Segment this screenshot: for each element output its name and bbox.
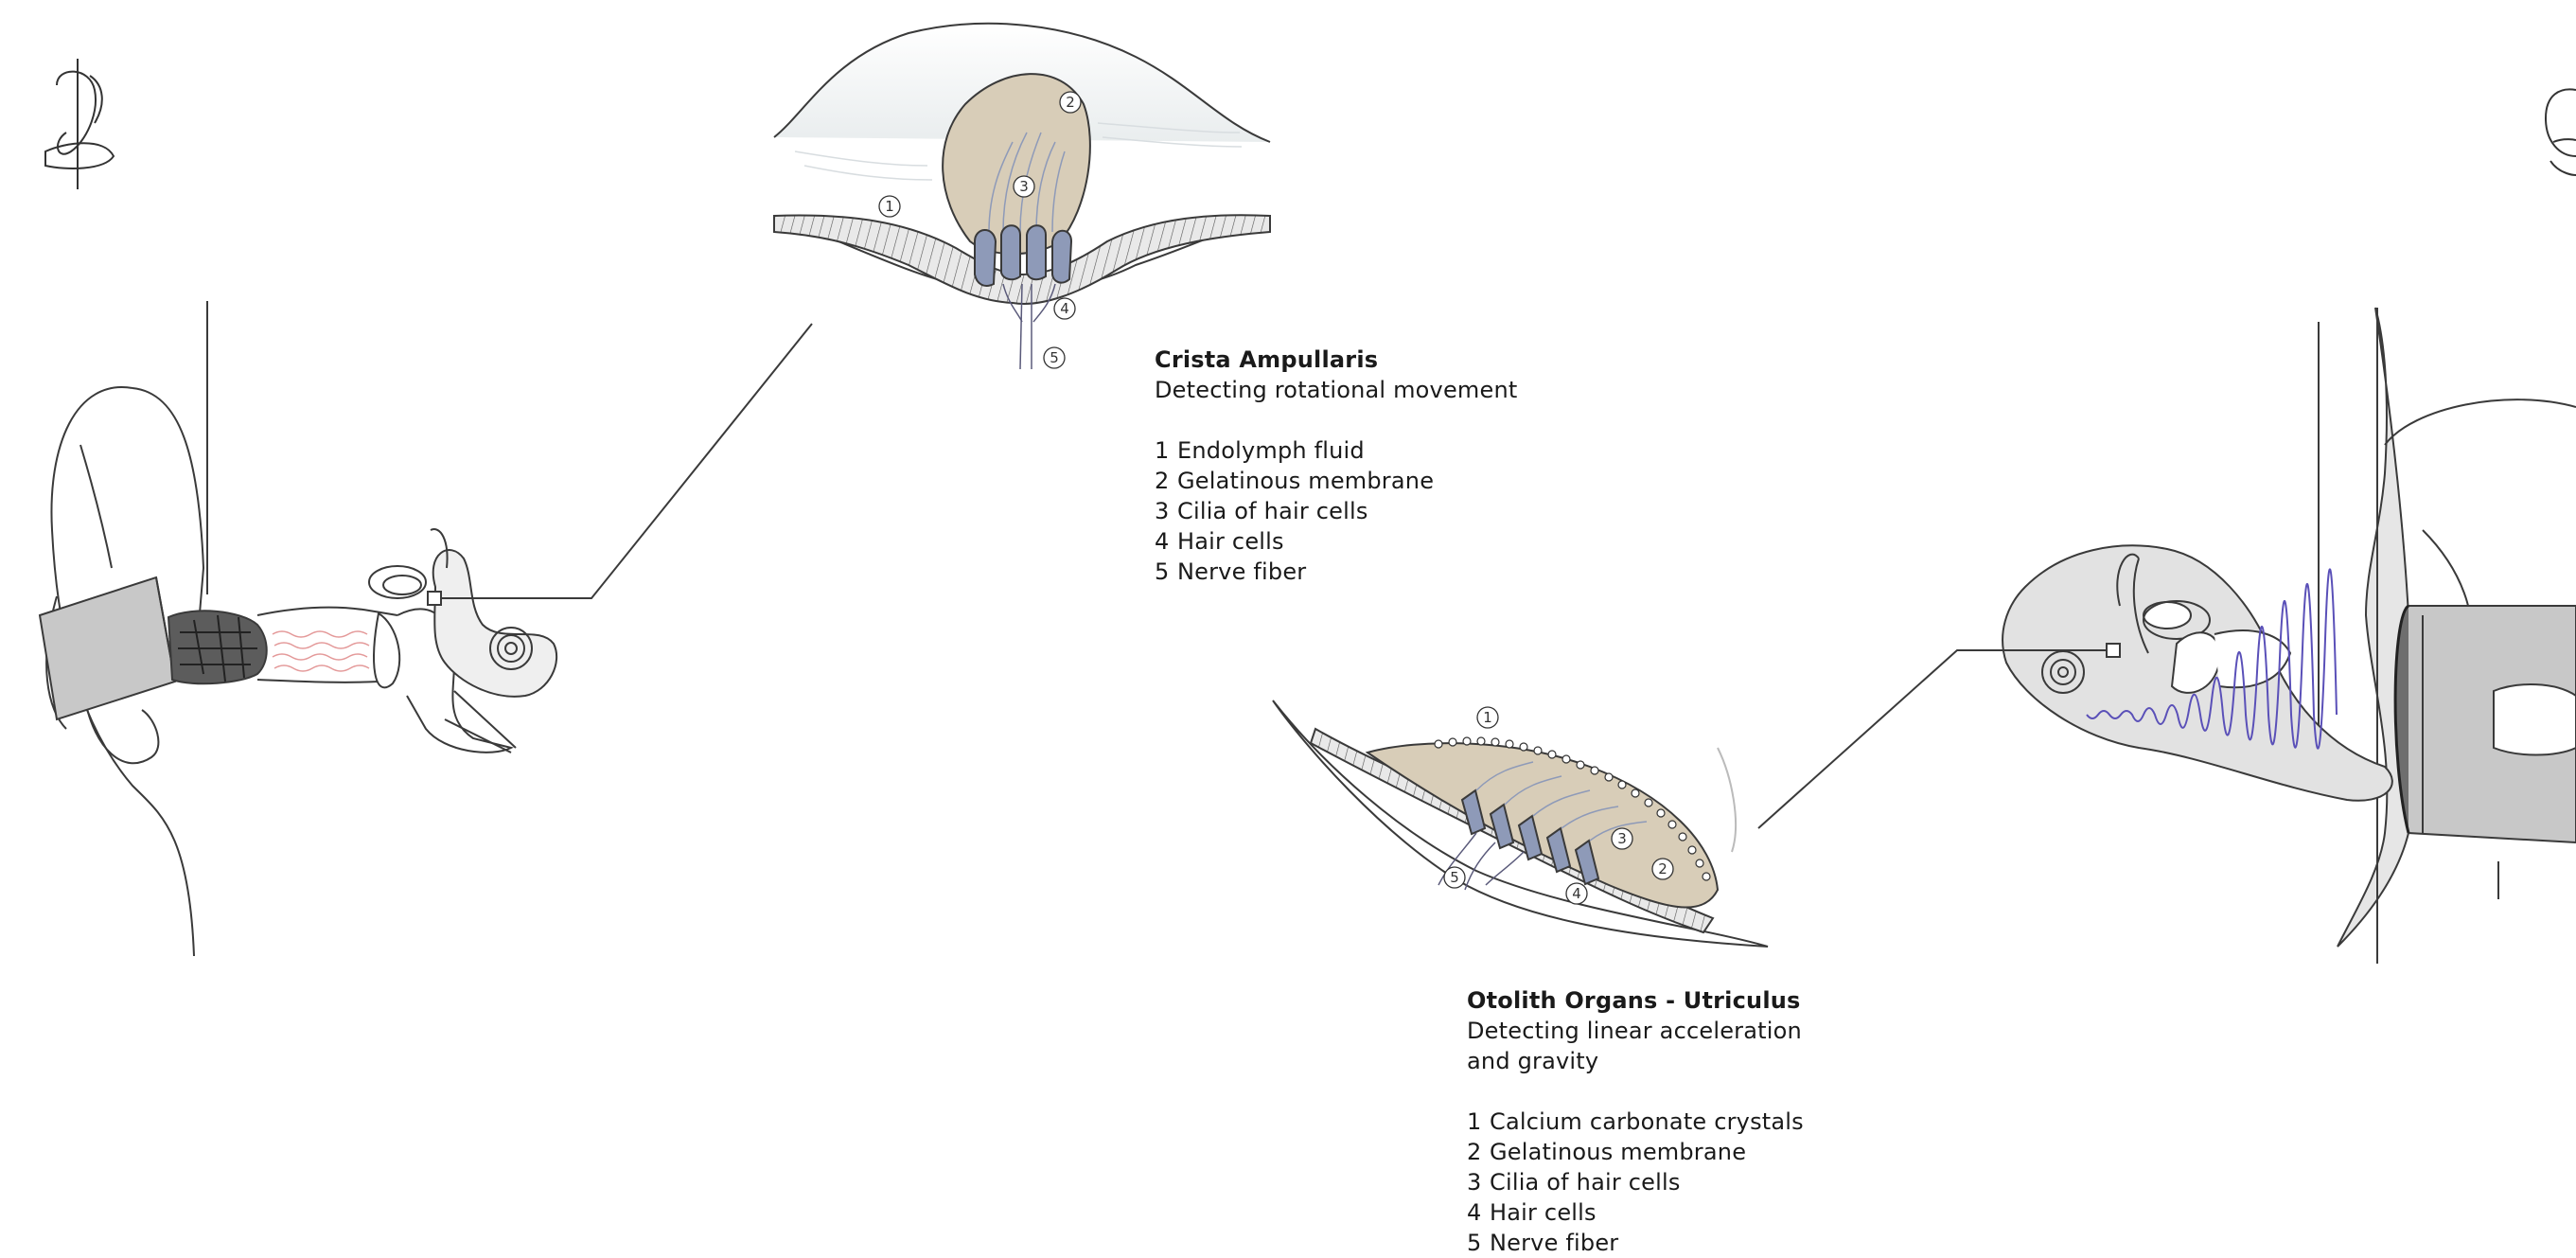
- otolith-marker-2: 2: [1652, 859, 1673, 879]
- crista-marker-4: 4: [1054, 298, 1075, 319]
- svg-text:3: 3: [1617, 830, 1627, 847]
- crista-title: Crista Ampullaris: [1155, 345, 1647, 375]
- svg-text:5: 5: [1050, 349, 1059, 366]
- crista-marker-5: 5: [1044, 347, 1065, 368]
- svg-text:1: 1: [885, 198, 894, 215]
- svg-text:3: 3: [1019, 178, 1029, 195]
- otolith-marker-3: 3: [1612, 828, 1632, 849]
- svg-text:4: 4: [1572, 885, 1581, 902]
- svg-text:5: 5: [1450, 869, 1459, 886]
- otolith-title: Otolith Organs - Utriculus: [1467, 985, 1902, 1016]
- left-earpad: [40, 577, 175, 719]
- svg-text:4: 4: [1060, 300, 1069, 317]
- svg-text:1: 1: [1483, 709, 1492, 726]
- right-ear-illustration: [1758, 308, 2576, 964]
- otolith-subtitle-line2: and gravity: [1467, 1046, 1902, 1076]
- otolith-gelatinous-membrane: [1367, 743, 1718, 907]
- left-ear-illustration: [40, 301, 812, 956]
- otolith-utriculus-diagram: [1273, 700, 1768, 947]
- otolith-subtitle-line1: Detecting linear acceleration: [1467, 1016, 1902, 1046]
- otolith-marker-4: 4: [1566, 883, 1587, 904]
- svg-text:2: 2: [1658, 860, 1667, 877]
- sound-waves-red: [273, 631, 369, 671]
- crista-caption: Crista Ampullaris Detecting rotational m…: [1155, 345, 1647, 587]
- otolith-marker-1: 1: [1477, 707, 1498, 728]
- otolith-marker-5: 5: [1444, 867, 1465, 888]
- crista-marker-3: 3: [1014, 176, 1034, 197]
- orientation-head-icon-left: [45, 59, 114, 189]
- orientation-head-icon-right: [2546, 89, 2576, 175]
- svg-text:2: 2: [1066, 94, 1075, 111]
- crista-marker-2: 2: [1060, 92, 1081, 113]
- crista-subtitle: Detecting rotational movement: [1155, 375, 1647, 405]
- crista-marker-1: 1: [879, 196, 900, 217]
- otolith-caption: Otolith Organs - Utriculus Detecting lin…: [1467, 985, 1902, 1258]
- left-inner-ear: [433, 550, 556, 697]
